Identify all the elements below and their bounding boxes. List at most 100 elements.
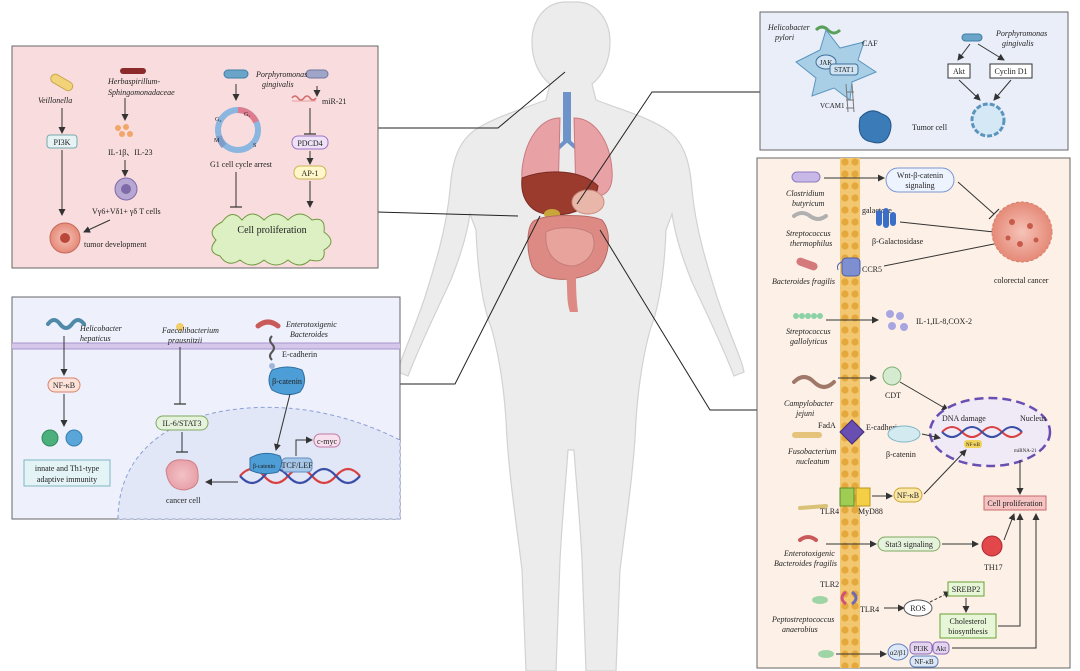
tcf-lef-label: TCF/LEF bbox=[281, 461, 313, 470]
cancer-cell-label: cancer cell bbox=[166, 496, 201, 505]
immune-cell-blue-icon bbox=[65, 429, 83, 447]
nfkb-small-box bbox=[964, 440, 982, 448]
cycle-label-s: S bbox=[253, 143, 256, 149]
immune-cell-green-icon bbox=[41, 429, 59, 447]
epithelial-membrane bbox=[840, 158, 860, 668]
herbaspirillum-bacterium bbox=[120, 68, 146, 74]
nfkb-colon-box bbox=[893, 487, 923, 503]
human-body bbox=[397, 1, 745, 671]
stat3-box bbox=[877, 536, 941, 552]
cmyc-label: c-myc bbox=[317, 437, 337, 446]
cycle-label-m: M bbox=[214, 138, 220, 144]
t-cells-label: Vγ6+Vδ1+ γδ T cells bbox=[92, 207, 161, 216]
strep-therm-label-2: thermophilus bbox=[790, 239, 832, 248]
nfkb-label: NF-κB bbox=[53, 381, 75, 390]
h-pylori-label-1: Helicobacter bbox=[767, 23, 811, 32]
beta-catenin-ellipse bbox=[887, 425, 921, 443]
ap1-box bbox=[293, 165, 327, 180]
tumor-cell-dark bbox=[858, 110, 892, 144]
il-cytokines-label: IL-1β、IL-23 bbox=[108, 148, 153, 157]
ap1-label: AP-1 bbox=[302, 169, 319, 178]
etbf-label-2: Bacteroides bbox=[290, 330, 328, 339]
cytokine-particles bbox=[886, 310, 908, 331]
a2b1-label: α2/β1 bbox=[890, 649, 907, 657]
etbf-icon bbox=[255, 319, 281, 329]
cell-proliferation-box bbox=[983, 495, 1047, 511]
cancer-cell-icon bbox=[165, 459, 199, 491]
ccr5-receptor bbox=[837, 257, 861, 277]
mirna-label: miRNA-21 bbox=[1014, 449, 1037, 454]
beta-galactosidase-label: β-Galactosidase bbox=[872, 237, 924, 246]
chol-label-2: biosynthesis bbox=[948, 627, 988, 636]
vcam1-label: VCAM1 bbox=[820, 102, 845, 110]
colorectal-cancer-label: colorectal cancer bbox=[994, 276, 1049, 285]
ros-ellipse bbox=[903, 599, 933, 617]
akt-colon-box bbox=[932, 641, 950, 655]
faecalibacterium-icon bbox=[176, 323, 184, 331]
mir21-label: miR-21 bbox=[322, 97, 346, 106]
cell-proliferation-label: Cell proliferation bbox=[237, 225, 306, 236]
strep-gall-label-1: Streptococcus bbox=[786, 327, 831, 336]
p-gingivalis-label-2: gingivalis bbox=[1002, 39, 1034, 48]
b-fragilis-label: Bacteroides fragilis bbox=[772, 277, 835, 286]
th17-label: TH17 bbox=[984, 563, 1003, 572]
cholesterol-box bbox=[939, 613, 997, 639]
porphyromonas-bacterium-2 bbox=[305, 69, 329, 79]
pepto-label-1: Peptostreptococcus bbox=[771, 615, 834, 624]
immunity-label-1: innate and Th1-type bbox=[35, 464, 100, 473]
small-intestine bbox=[545, 227, 595, 267]
veillonella-bacterium bbox=[50, 73, 74, 92]
myd88-box bbox=[855, 487, 871, 507]
beta-catenin-shape bbox=[268, 366, 306, 396]
h-pylori-icon bbox=[814, 25, 842, 35]
strep-gall-label-2: gallolyticus bbox=[790, 337, 827, 346]
cytokines-label: IL-1,IL-8,COX-2 bbox=[916, 317, 972, 326]
akt-label: Akt bbox=[953, 67, 966, 76]
stat1-label: STAT1 bbox=[834, 66, 854, 74]
pi3k-colon-box bbox=[909, 641, 933, 655]
vcam1-protein bbox=[845, 83, 855, 113]
pepto-icon-1 bbox=[812, 596, 828, 604]
akt-colon-label: Akt bbox=[936, 645, 947, 653]
h-hepaticus-label-1: Helicobacter bbox=[79, 324, 123, 333]
strep-gallolyticus-icon bbox=[793, 313, 823, 319]
strep-therm-label-1: Streptococcus bbox=[786, 229, 831, 238]
pi3k-label: PI3K bbox=[54, 138, 71, 147]
pepto-icon-2 bbox=[818, 650, 834, 658]
chol-label-1: Cholesterol bbox=[950, 617, 988, 626]
nfkb-colon-label: NF-κB bbox=[897, 491, 919, 500]
rectum bbox=[566, 272, 578, 312]
tlr4-box bbox=[839, 487, 855, 507]
cycle-label-g1: G₁ bbox=[244, 112, 250, 118]
cyclin-d1-label: Cyclin D1 bbox=[994, 67, 1027, 76]
h-hepaticus-label-2: hepaticus bbox=[80, 334, 111, 343]
nfkb-small-label: NF-κB bbox=[966, 443, 981, 448]
pdcd4-label: PDCD4 bbox=[297, 139, 322, 148]
stat1-box bbox=[829, 63, 859, 76]
cyclin-d1-box bbox=[989, 63, 1033, 79]
ccr5-label: CCR5 bbox=[862, 265, 882, 274]
clostridium-label-2: butyricum bbox=[792, 199, 825, 208]
p-gingivalis-label-1: Porphyromonas bbox=[995, 29, 1047, 38]
immunity-box bbox=[23, 459, 111, 487]
nfkb-b-box bbox=[909, 655, 939, 668]
dna-damage-label: DNA damage bbox=[942, 414, 986, 423]
jak-label: JAK bbox=[820, 59, 833, 67]
cell-cycle-diagram: G₁ S G₂ M bbox=[214, 107, 261, 153]
caf-label: CAF bbox=[862, 39, 878, 48]
p-gingivalis-icon bbox=[961, 33, 983, 42]
myd88-label: MyD88 bbox=[858, 507, 883, 516]
helicobacter-hepaticus-icon bbox=[46, 318, 86, 330]
etbf-colon-label-1: Enterotoxigenic bbox=[783, 549, 835, 558]
campy-label-1: Campylobacter bbox=[784, 399, 834, 408]
il6-stat3-box bbox=[155, 415, 209, 431]
panel-colon: Clostridium butyricum Wnt-β-catenin sign… bbox=[756, 157, 1071, 669]
wnt-label-1: Wnt-β-catenin bbox=[897, 171, 943, 180]
akt-box bbox=[947, 63, 971, 79]
panel-liver: Helicobacter hepaticus NF-κB innate and … bbox=[11, 296, 401, 520]
tlr2-receptor bbox=[840, 590, 858, 606]
sphingomonadaceae-label: Sphingomonadaceae bbox=[108, 88, 175, 97]
nucleus-ellipse bbox=[928, 396, 1052, 468]
campy-label-2: jejuni bbox=[795, 409, 814, 418]
